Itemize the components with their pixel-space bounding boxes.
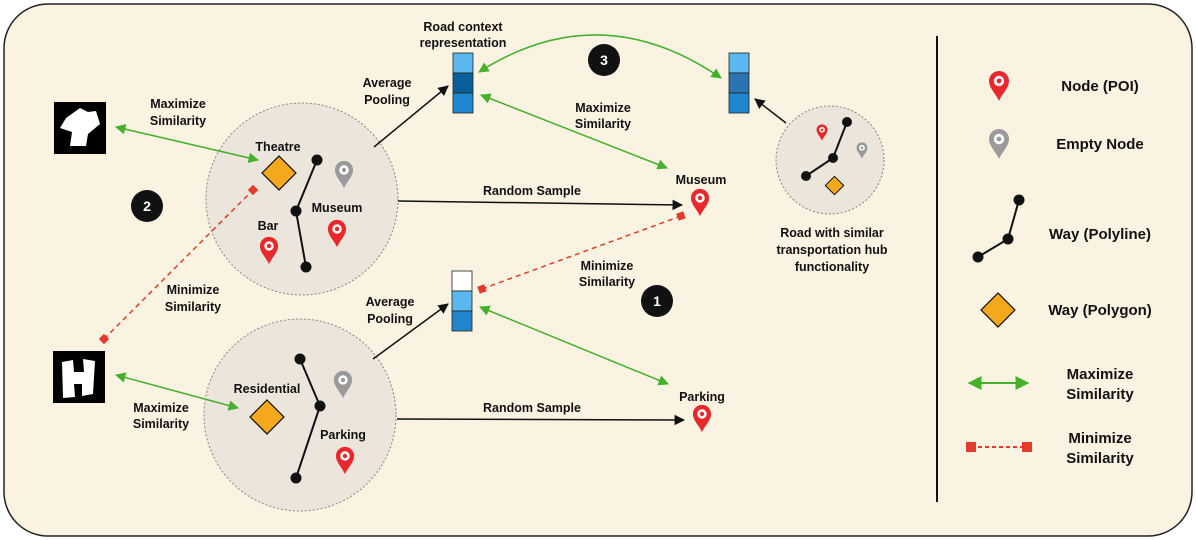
random-sample-bottom-arrow [396, 414, 686, 426]
residential-polygon-icon [249, 399, 285, 435]
svg-text:1: 1 [653, 293, 661, 309]
random-sample-top-label: Random Sample [483, 184, 581, 198]
random-sample-bottom-label: Random Sample [483, 401, 581, 415]
svg-text:2: 2 [143, 198, 151, 214]
min-sim-left-label-2: Similarity [165, 300, 221, 314]
parking-inner-label: Parking [320, 428, 366, 442]
residential-label: Residential [234, 382, 301, 396]
maximize-arrow-top-left [114, 124, 260, 163]
legend: Node (POI) Empty Node Way (Polyline) Way… [966, 71, 1152, 467]
road-similar-label-1: Road with similar [780, 226, 884, 240]
vector-bottom-pooled [451, 270, 473, 332]
random-sample-top-arrow [397, 199, 684, 211]
museum-sample-label: Museum [676, 173, 727, 187]
legend-node-poi-label: Node (POI) [1061, 78, 1139, 95]
legend-way-polygon-icon [980, 292, 1016, 328]
building-footprint-top-icon [54, 102, 106, 154]
legend-maximize-label-2: Similarity [1066, 386, 1134, 403]
bar-label: Bar [258, 219, 279, 233]
max-sim-bottom-left-label-1: Maximize [133, 401, 189, 415]
theatre-label: Theatre [255, 140, 300, 154]
road-context-label-1: Road context [423, 20, 503, 34]
step-badge-2: 2 [131, 190, 163, 222]
vector-road-context [452, 52, 474, 114]
vector-similar-road [728, 52, 750, 114]
maximize-arrow-parking [479, 305, 669, 386]
similar-polygon-icon [824, 175, 845, 196]
legend-way-polyline-icon [972, 194, 1025, 263]
way-polyline-similar [801, 117, 852, 181]
min-sim-right-label-2: Similarity [579, 275, 635, 289]
maximize-arrow-bottom-left [114, 372, 240, 411]
max-sim-top-left-label-2: Similarity [150, 114, 206, 128]
maximize-arrow-museum [480, 93, 668, 170]
avg-pool-bottom-arrow [372, 303, 449, 360]
legend-maximize-label-1: Maximize [1067, 366, 1134, 383]
way-polyline-top [290, 154, 323, 273]
max-sim-mid-label-2: Similarity [575, 117, 631, 131]
similar-road-arrow [754, 98, 787, 124]
legend-empty-node-label: Empty Node [1056, 136, 1144, 153]
way-polyline-bottom [290, 353, 326, 484]
road-similar-label-2: transportation hub [776, 243, 887, 257]
legend-way-polyline-label: Way (Polyline) [1049, 226, 1151, 243]
parking-sample-label: Parking [679, 390, 725, 404]
min-sim-right-label-1: Minimize [581, 259, 634, 273]
avg-pool-top-label-2: Pooling [364, 93, 410, 107]
maximize-arrow-road-similar [478, 34, 722, 79]
road-context-label-2: representation [420, 36, 507, 50]
svg-text:3: 3 [600, 52, 608, 68]
avg-pool-bottom-label-2: Pooling [367, 312, 413, 326]
building-footprint-bottom-icon [53, 351, 105, 403]
step-badge-3: 3 [588, 44, 620, 76]
avg-pool-top-arrow [373, 85, 449, 148]
step-badge-1: 1 [641, 285, 673, 317]
legend-way-polygon-label: Way (Polygon) [1048, 302, 1152, 319]
road-similar-label-3: functionality [795, 260, 869, 274]
legend-minimize-label-1: Minimize [1068, 430, 1131, 447]
museum-inner-label: Museum [312, 201, 363, 215]
road-circle-bottom [203, 318, 397, 512]
theatre-polygon-icon [261, 155, 297, 191]
max-sim-bottom-left-label-2: Similarity [133, 417, 189, 431]
avg-pool-top-label-1: Average [363, 76, 412, 90]
avg-pool-bottom-label-1: Average [366, 295, 415, 309]
min-sim-left-label-1: Minimize [167, 283, 220, 297]
legend-minimize-label-2: Similarity [1066, 450, 1134, 467]
max-sim-top-left-label-1: Maximize [150, 97, 206, 111]
minimize-line-left [98, 184, 259, 345]
max-sim-mid-label-1: Maximize [575, 101, 631, 115]
